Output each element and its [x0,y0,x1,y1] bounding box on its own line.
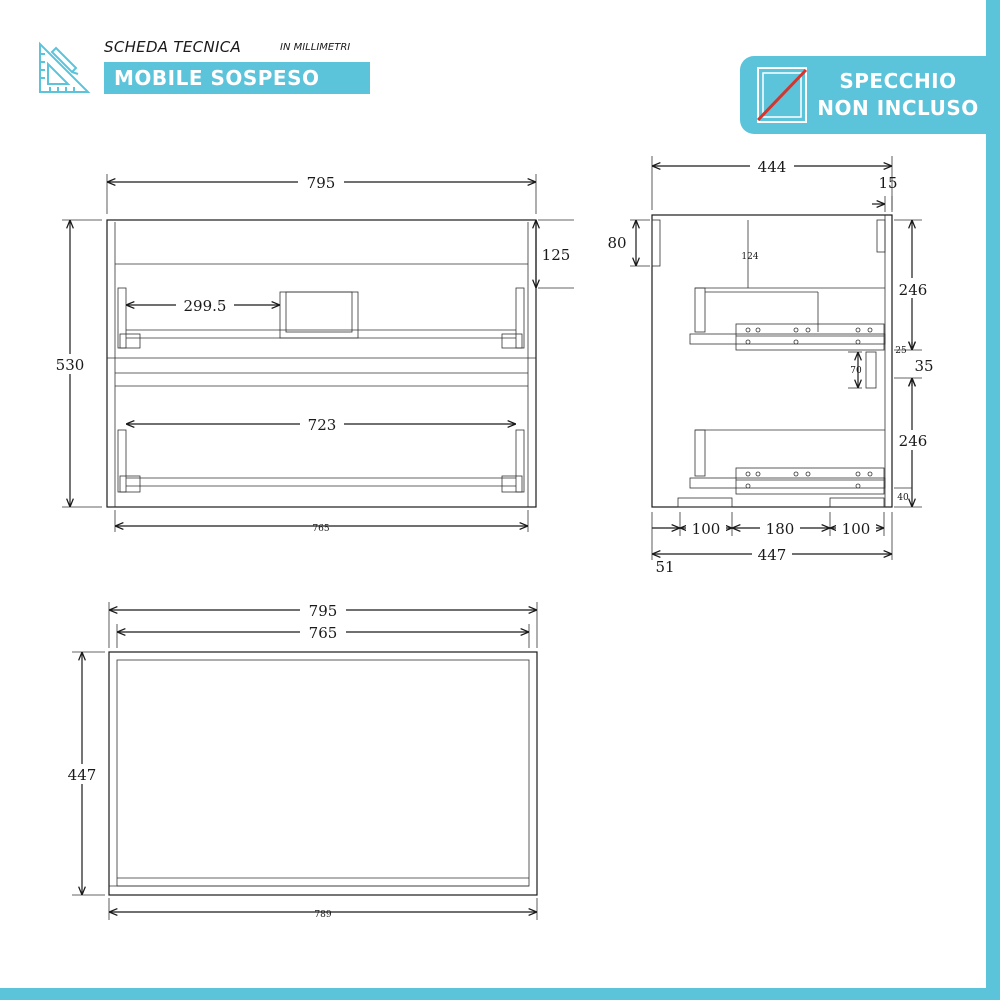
side-back-thickness-label: 15 [878,174,897,192]
side-upper-drawer [689,287,886,351]
front-upper-drawer [117,287,525,349]
ruler-pencil-icon [39,41,91,93]
drawer-inner-bottom-label: 723 [308,416,337,434]
badge-line-2: NON INCLUSO [817,96,979,120]
top-inner-width-label: 765 [309,624,338,642]
side-upper-drawer-height-label: 246 [899,281,928,299]
header-subtitle: IN MILLIMETRI [280,42,351,53]
front-lower-drawer [117,429,525,493]
side-bottom-label: 40 [897,493,909,503]
front-height-label: 530 [56,356,85,374]
front-top-gap-label: 125 [542,246,571,264]
drawer-inner-top-label: 299.5 [184,297,227,315]
product-banner: MOBILE SOSPESO [104,62,370,94]
mirror-crossed-icon [756,67,808,123]
side-depth-label: 444 [758,158,787,176]
side-foot-back [829,497,885,508]
side-lower-drawer [689,429,886,495]
front-cabinet-outline [106,219,537,508]
top-depth-label: 447 [68,766,97,784]
side-total-depth-label: 447 [758,546,787,564]
front-inner-width-label: 765 [312,524,329,534]
top-bottom-width-label: 789 [314,910,331,920]
top-outer-width-label: 795 [309,602,338,620]
top-view: 795 765 447 789 [62,600,538,920]
side-mid-gap-label: 35 [914,357,933,375]
side-offset-label: 51 [655,558,674,576]
side-foot-left-label: 100 [692,520,721,538]
badge-line-1: SPECCHIO [839,69,957,93]
header-title: SCHEDA TECNICA [104,38,242,56]
mirror-not-included-badge: SPECCHIO NON INCLUSO [740,56,988,134]
side-cabinet-outline [651,214,893,508]
side-foot-right-label: 100 [842,520,871,538]
front-width-label: 795 [307,174,336,192]
badge-text: SPECCHIO NON INCLUSO [814,68,982,122]
side-lower-drawer-height-label: 246 [899,432,928,450]
top-cabinet-outline [108,651,538,896]
side-foot-front [677,497,733,508]
side-handle-label: 70 [850,366,862,376]
side-hook-label: 124 [741,252,758,262]
side-handle [865,351,877,389]
side-top-gap-label: 80 [607,234,626,252]
right-frame-bar [986,0,1000,1000]
side-foot-middle-label: 180 [766,520,795,538]
bottom-frame-bar [0,988,1000,1000]
side-view: 444 15 80 124 246 25 35 70 246 40 [607,156,934,576]
side-rail-label: 25 [895,346,907,356]
front-view: 795 530 125 299.5 723 765 [50,172,574,534]
